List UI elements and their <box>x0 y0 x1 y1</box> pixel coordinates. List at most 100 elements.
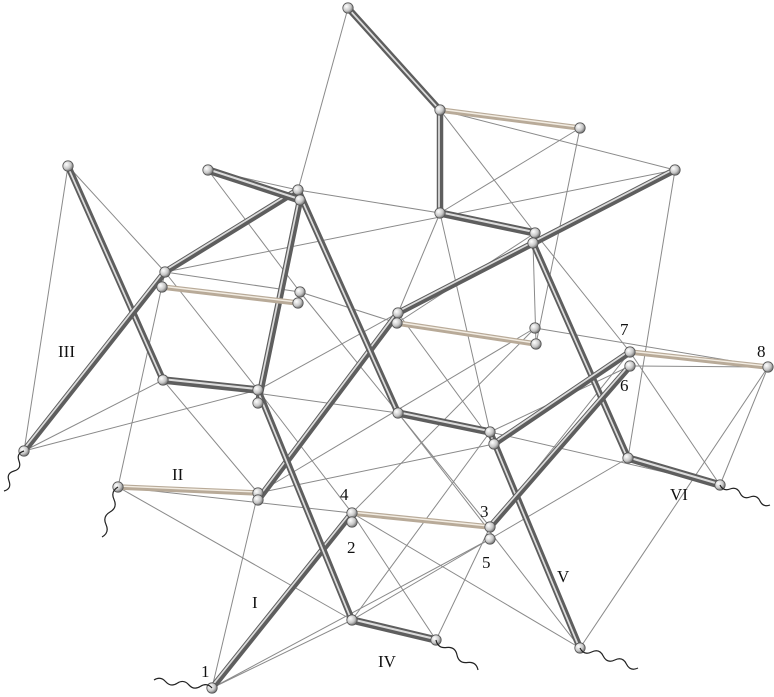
node-sphere <box>292 297 304 309</box>
strut-bar <box>161 186 302 276</box>
node-sphere <box>622 452 634 464</box>
strut-highlight <box>205 167 301 201</box>
node-sphere <box>529 322 541 334</box>
ground-anchor-squiggle <box>153 677 213 689</box>
node-sphere <box>294 286 306 298</box>
node-sphere <box>156 281 168 293</box>
node-sphere <box>434 104 446 116</box>
ground-anchor-squiggle <box>101 486 119 538</box>
strut-highlight <box>346 6 440 110</box>
label-node-7: 7 <box>620 320 629 339</box>
strut-highlight <box>395 410 491 433</box>
strut-bar <box>20 268 169 455</box>
cable <box>257 389 353 514</box>
labels: I II III IV V VI 1 2 3 4 5 6 7 8 <box>58 320 766 681</box>
cables <box>23 7 769 689</box>
strut-highlight <box>160 377 259 391</box>
cable <box>397 312 495 445</box>
cable <box>439 212 491 433</box>
node-sphere <box>342 2 354 14</box>
ground-anchor-squiggle <box>719 484 771 507</box>
node-sphere <box>252 494 264 506</box>
strut-highlight <box>66 164 163 380</box>
node-sphere <box>484 521 496 533</box>
strut-highlight <box>350 511 490 527</box>
cable <box>351 512 581 649</box>
cable <box>351 512 437 641</box>
strut-highlight <box>256 388 352 620</box>
strut-highlight <box>488 430 580 648</box>
cable <box>67 165 166 273</box>
node-sphere <box>346 614 358 626</box>
cable <box>351 431 491 621</box>
label-strut-III: III <box>58 342 75 361</box>
cable <box>719 366 769 486</box>
cable <box>211 619 353 689</box>
label-node-4: 4 <box>340 485 349 504</box>
ground-anchor-squiggle <box>435 639 479 671</box>
strut-highlight <box>210 511 352 688</box>
strut-highlight <box>349 617 437 641</box>
strut-highlight <box>531 241 628 458</box>
brace-bar <box>159 284 301 306</box>
brace-bar <box>349 510 493 530</box>
node-sphere <box>762 361 774 373</box>
strut-bar <box>490 348 634 448</box>
ground-anchor-squiggle <box>3 450 25 492</box>
strut-highlight <box>22 270 165 451</box>
cable <box>439 127 581 214</box>
strut-bar <box>486 362 634 531</box>
node-sphere <box>392 407 404 419</box>
cable <box>351 538 491 621</box>
cable <box>164 169 676 273</box>
cable <box>435 526 491 641</box>
node-sphere <box>624 346 636 358</box>
node-sphere <box>527 237 539 249</box>
brace-bar <box>394 320 539 347</box>
label-node-6: 6 <box>620 376 629 395</box>
cable <box>117 486 353 621</box>
node-sphere <box>292 184 304 196</box>
strut-highlight <box>628 350 768 367</box>
node-sphere <box>669 164 681 176</box>
brace-bar <box>627 349 771 370</box>
node-sphere <box>252 397 264 409</box>
anchors <box>3 450 771 689</box>
cable <box>579 366 769 649</box>
cable <box>535 127 581 345</box>
strut-highlight <box>395 321 536 344</box>
cable <box>299 291 399 414</box>
node-sphere <box>484 533 496 545</box>
cable <box>23 379 164 452</box>
strut-highlight <box>163 188 298 272</box>
cable <box>439 109 676 171</box>
node-sphere <box>391 317 403 329</box>
strut-highlight <box>625 455 721 486</box>
cable <box>439 109 536 234</box>
label-strut-VI: VI <box>670 485 688 504</box>
cable <box>117 271 166 488</box>
node-sphere <box>62 160 74 172</box>
cable <box>627 169 676 459</box>
node-sphere <box>434 207 446 219</box>
strut-highlight <box>437 210 536 234</box>
strut-highlight <box>438 108 580 128</box>
cable <box>211 492 259 689</box>
node-sphere <box>159 266 171 278</box>
label-node-2: 2 <box>347 538 356 557</box>
node-sphere <box>624 360 636 372</box>
brace-bar <box>115 484 261 496</box>
strut-highlight <box>492 350 630 444</box>
ground-anchor-squiggle <box>579 647 639 670</box>
node-sphere <box>294 194 306 206</box>
node-sphere <box>488 438 500 450</box>
node-sphere <box>392 307 404 319</box>
label-strut-II: II <box>172 465 184 484</box>
cable <box>164 271 301 293</box>
label-node-3: 3 <box>480 502 489 521</box>
node-sphere <box>252 384 264 396</box>
strut-bar <box>208 509 356 692</box>
node-sphere <box>157 374 169 386</box>
cable <box>297 7 349 191</box>
